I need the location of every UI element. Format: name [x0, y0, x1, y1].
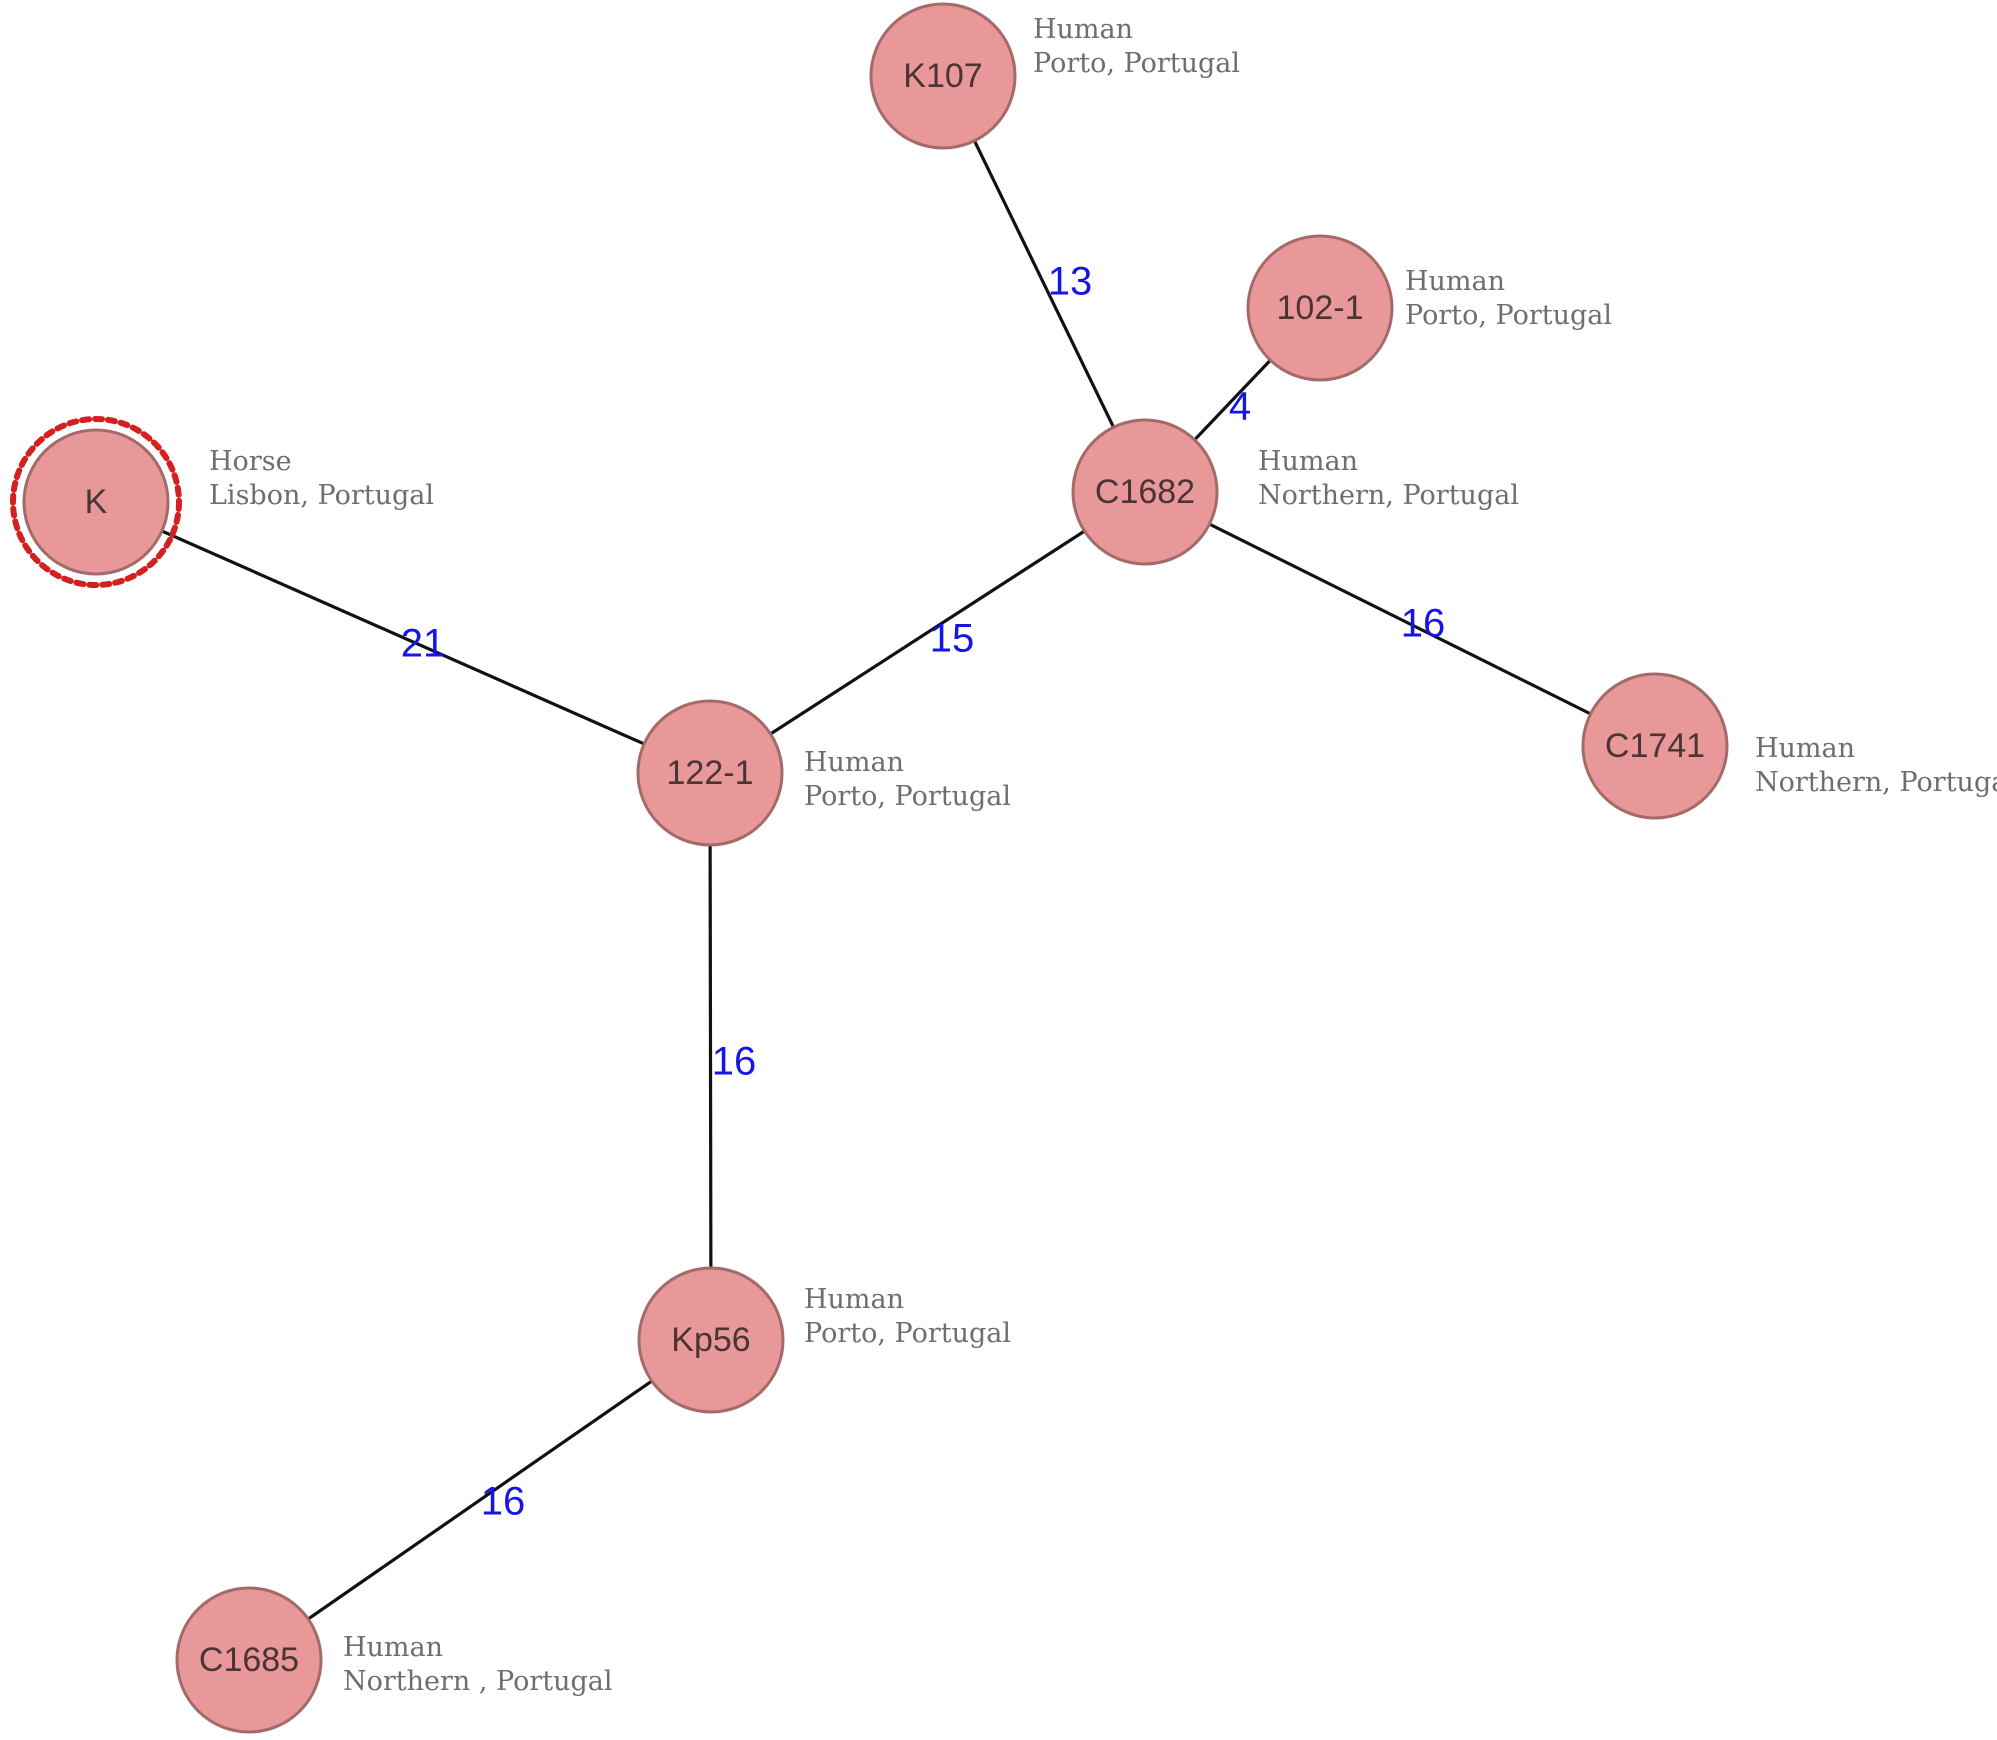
edge-C1682-C1741: [1144, 490, 1656, 748]
node-circle: [1071, 418, 1219, 566]
node-label: K107: [903, 57, 982, 95]
node-host-text: Human: [804, 1284, 904, 1315]
edge-weight-label: 15: [930, 617, 975, 661]
node-host-text: Human: [343, 1632, 443, 1663]
node-host-text: Horse: [209, 446, 292, 477]
edge-Kp56-C1685: [248, 1338, 712, 1662]
node-label: 122-1: [667, 754, 754, 792]
edge-weight-label: 4: [1229, 385, 1251, 429]
edge-weight-label: 16: [481, 1480, 526, 1524]
edge-K107-C1682: [941, 75, 1147, 493]
node-circle: [22, 428, 170, 576]
node-C1685[interactable]: C1685: [175, 1586, 323, 1734]
node-K107[interactable]: K107: [869, 2, 1017, 150]
edge-weight-label: 13: [1048, 260, 1093, 304]
node-label: C1682: [1095, 473, 1195, 511]
edge-122-1-C1682: [709, 490, 1146, 775]
edge-labels-layer: 21 13 4 15 16 16 16: [401, 260, 1446, 1524]
node-122-1[interactable]: 122-1: [636, 699, 784, 847]
node-label: C1685: [199, 1641, 299, 1679]
node-location-text: Porto, Portugal: [804, 1318, 1011, 1349]
edge-weight-label: 21: [401, 622, 446, 666]
node-location-text: Porto, Portugal: [1033, 48, 1240, 79]
node-location-text: Northern, Portugal: [1258, 480, 1519, 511]
node-label: C1741: [1605, 727, 1705, 765]
node-C1682[interactable]: C1682: [1071, 418, 1219, 566]
node-location-text: Northern , Portugal: [343, 1666, 613, 1697]
node-C1741[interactable]: C1741: [1581, 672, 1729, 820]
node-label: 102-1: [1277, 289, 1364, 327]
node-circle: [637, 1266, 785, 1414]
node-location-text: Porto, Portugal: [804, 781, 1011, 812]
highlight-ring: [10, 416, 182, 588]
edge-K-122-1: [95, 500, 711, 775]
node-circle: [175, 1586, 323, 1734]
node-label: Kp56: [671, 1321, 750, 1359]
edge-weight-label: 16: [1401, 602, 1446, 646]
node-circle: [869, 2, 1017, 150]
node-host-text: Human: [1258, 446, 1358, 477]
node-K[interactable]: K: [10, 416, 182, 588]
edge-122-1-Kp56: [708, 772, 713, 1341]
node-102-1[interactable]: 102-1: [1246, 234, 1394, 382]
node-host-text: Human: [1755, 733, 1855, 764]
node-host-text: Human: [804, 747, 904, 778]
node-circle: [1581, 672, 1729, 820]
node-Kp56[interactable]: Kp56: [637, 1266, 785, 1414]
node-circle: [636, 699, 784, 847]
node-location-text: Lisbon, Portugal: [209, 480, 434, 511]
node-host-text: Human: [1405, 266, 1505, 297]
node-circle: [1246, 234, 1394, 382]
node-host-text: Human: [1033, 14, 1133, 45]
edge-weight-label: 16: [712, 1040, 757, 1084]
node-location-text: Northern, Portugal: [1755, 767, 1997, 798]
node-label: K: [85, 483, 108, 521]
node-location-text: Porto, Portugal: [1405, 300, 1612, 331]
